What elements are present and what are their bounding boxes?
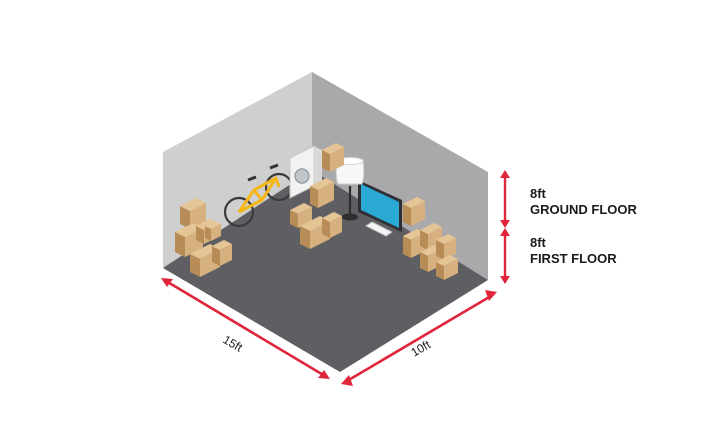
storage-box <box>420 223 442 250</box>
ground-floor-height-value: 8ft <box>530 186 546 201</box>
depth-label: 10ft <box>409 337 434 359</box>
storage-box <box>322 212 342 238</box>
storage-boxes <box>175 143 458 280</box>
storage-box <box>212 240 232 266</box>
first-floor-height-value: 8ft <box>530 235 546 250</box>
first-floor-height-arrow <box>500 228 510 284</box>
ground-floor-height-label: 8ft GROUND FLOOR <box>530 186 637 218</box>
first-floor-height-label: 8ft FIRST FLOOR <box>530 235 617 267</box>
ground-floor-height-arrow <box>500 170 510 228</box>
storage-box <box>205 221 221 241</box>
storage-box <box>310 178 334 208</box>
washing-machine <box>289 145 322 199</box>
storage-box <box>436 255 458 280</box>
tv-screen <box>361 184 399 228</box>
bicycle-handlebar <box>269 163 279 170</box>
storage-box <box>436 234 456 260</box>
bicycle-rear-wheel <box>223 196 255 228</box>
bicycle-frame <box>237 176 281 214</box>
storage-box <box>322 143 344 172</box>
storage-box <box>180 198 206 229</box>
first-floor-name: FIRST FLOOR <box>530 251 617 266</box>
television <box>358 180 402 237</box>
bicycle <box>223 163 294 228</box>
height-indicators <box>500 170 510 284</box>
bicycle-seat <box>247 175 257 182</box>
floor <box>163 170 488 372</box>
width-label: 15ft <box>221 332 246 354</box>
ground-floor-name: GROUND FLOOR <box>530 202 637 217</box>
storage-box <box>403 197 425 226</box>
floor-lamp <box>335 157 365 221</box>
back-wall <box>312 72 488 280</box>
